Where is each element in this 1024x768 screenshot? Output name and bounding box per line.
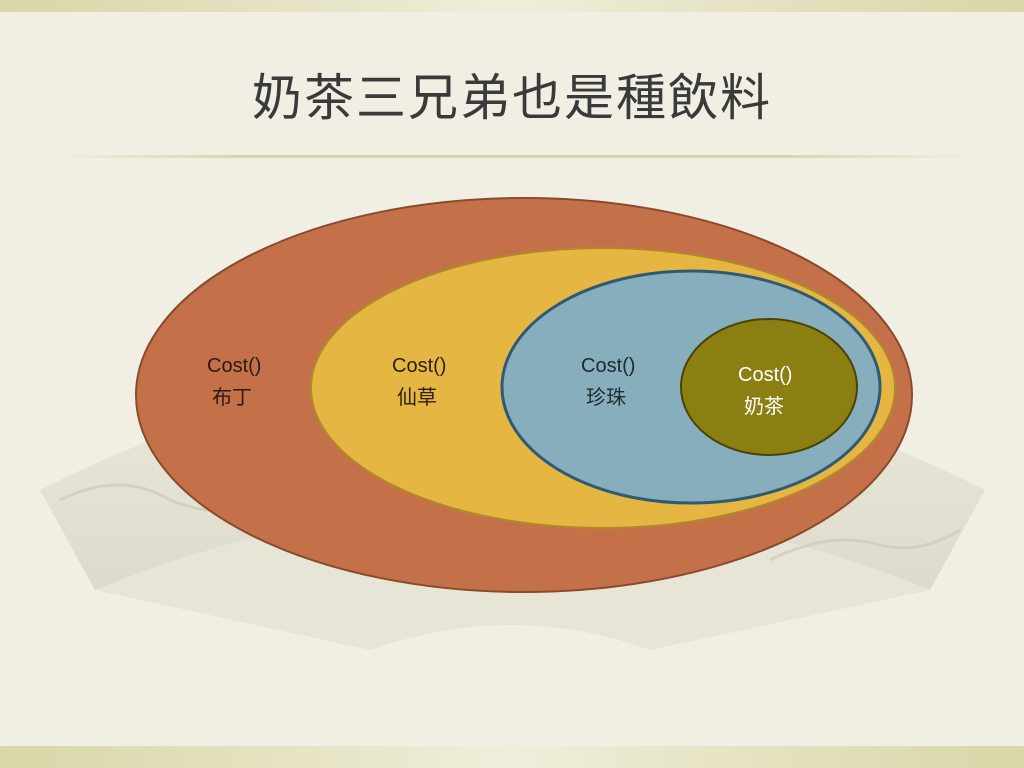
top-decorative-band	[0, 0, 1024, 12]
milk-tea-method-label: Cost()	[738, 364, 792, 386]
ellipse-milk-tea	[680, 318, 858, 456]
milk-tea-name-label: 奶茶	[744, 394, 784, 418]
pearl-method-label: Cost()	[581, 355, 635, 377]
grass-jelly-method-label: Cost()	[392, 355, 446, 377]
pearl-name-label: 珍珠	[586, 385, 626, 409]
bottom-decorative-band	[0, 746, 1024, 768]
grass-jelly-name-label: 仙草	[397, 385, 437, 409]
pudding-name-label: 布丁	[212, 385, 252, 409]
pudding-method-label: Cost()	[207, 355, 261, 377]
slide-title: 奶茶三兄弟也是種飲料	[252, 69, 772, 127]
title-divider	[52, 155, 974, 158]
